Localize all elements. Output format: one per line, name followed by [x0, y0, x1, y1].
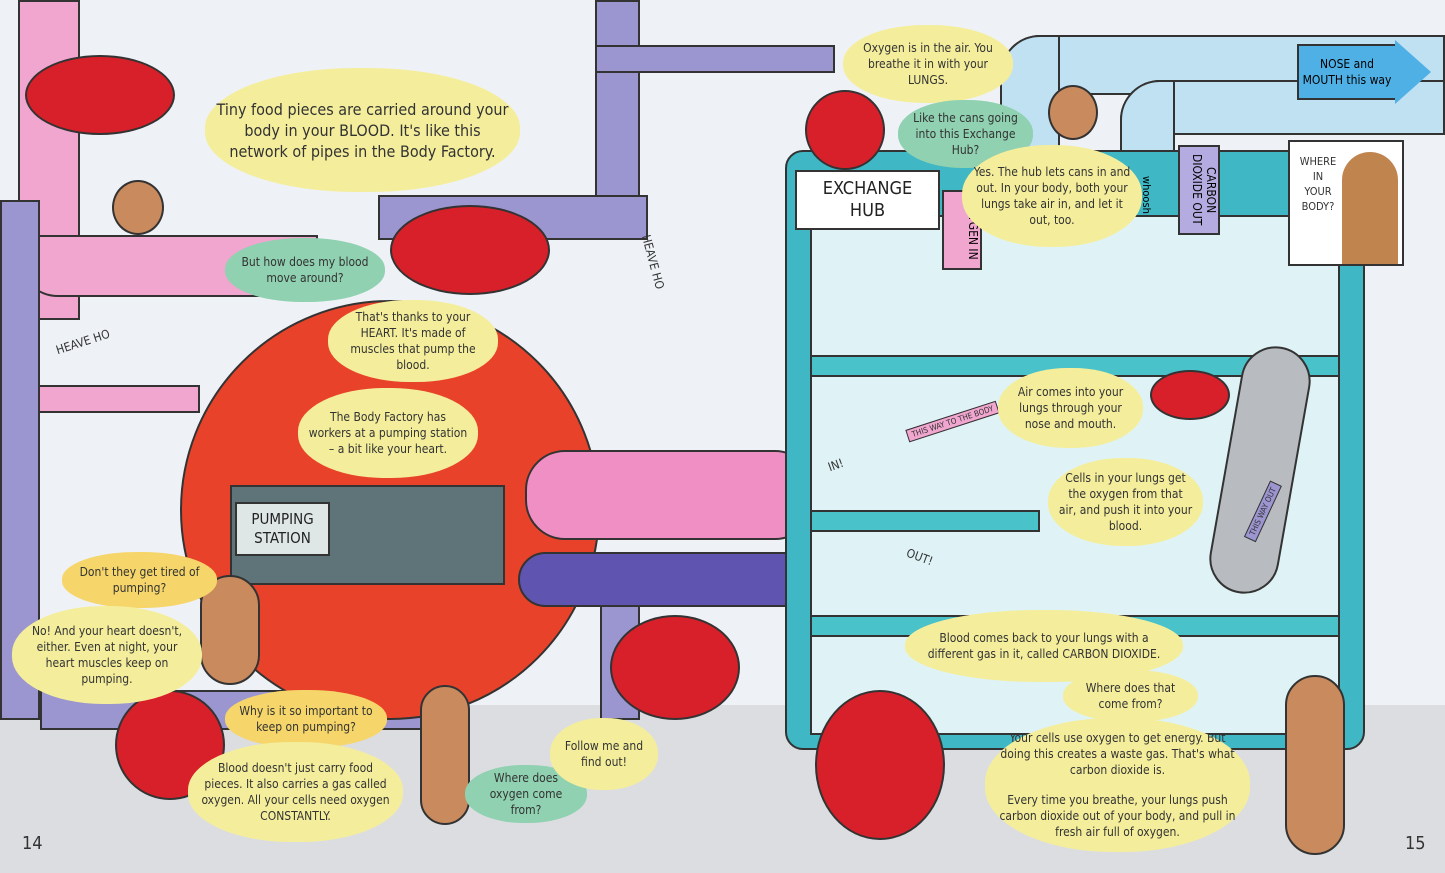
whoosh-label: whoosh	[1140, 176, 1153, 214]
carbon-dioxide-out-sign: CARBON DIOXIDE OUT	[1178, 145, 1220, 235]
girl-character	[1285, 675, 1345, 855]
girl-character	[200, 575, 260, 685]
owl-character	[815, 690, 945, 840]
speech-bubble: The Body Factory has workers at a pumpin…	[298, 388, 478, 478]
pink-outflow-tube	[525, 450, 815, 540]
speech-text: Your cells use oxygen to get energy. But…	[1000, 731, 1235, 777]
speech-bubble: Oxygen is in the air. You breathe it in …	[843, 25, 1013, 103]
owl-character	[610, 615, 740, 720]
speech-bubble: Cells in your lungs get the oxygen from …	[1048, 458, 1203, 546]
speech-bubble: Air comes into your lungs through your n…	[998, 368, 1143, 448]
owl-character	[1150, 370, 1230, 420]
speech-bubble: But how does my blood move around?	[225, 238, 385, 302]
heave-ho-label: HEAVE HO	[54, 326, 112, 358]
owl-character	[805, 90, 885, 170]
nose-mouth-arrow-sign: NOSE and MOUTH this way	[1297, 44, 1397, 100]
speech-bubble: Follow me and find out!	[550, 718, 658, 790]
owl-character	[25, 55, 175, 135]
exchange-hub-sign: EXCHANGE HUB	[795, 170, 940, 230]
speech-bubble: Tiny food pieces are carried around your…	[205, 68, 520, 192]
boy-character	[420, 685, 470, 825]
boy-character	[112, 180, 164, 235]
speech-bubble: Where does that come from?	[1063, 670, 1198, 722]
speech-text: Every time you breathe, your lungs push …	[999, 793, 1236, 839]
where-body-label: WHERE IN YOUR BODY?	[1299, 155, 1337, 213]
page-number-left: 14	[22, 833, 43, 854]
speech-bubble: Yes. The hub lets cans in and out. In yo…	[962, 145, 1142, 247]
owl-character	[390, 205, 550, 295]
speech-bubble: No! And your heart doesn't, either. Even…	[12, 606, 202, 704]
speech-bubble: That's thanks to your HEART. It's made o…	[328, 300, 498, 382]
purple-pipe	[595, 0, 640, 210]
speech-bubble: Don't they get tired of pumping?	[62, 552, 217, 608]
speech-bubble: Why is it so important to keep on pumpin…	[225, 690, 387, 748]
arrow-icon	[1395, 40, 1431, 104]
where-body-sign: WHERE IN YOUR BODY?	[1288, 140, 1404, 266]
heave-ho-label: HEAVE HO	[638, 233, 667, 291]
hub-shelf	[810, 510, 1040, 532]
speech-bubble-group: Your cells use oxygen to get energy. But…	[985, 718, 1250, 852]
page-number-right: 15	[1405, 833, 1426, 854]
speech-bubble: Blood doesn't just carry food pieces. It…	[188, 742, 403, 842]
pumping-station-sign: PUMPING STATION	[235, 502, 330, 556]
purple-pipe	[595, 45, 835, 73]
body-diagram-icon	[1342, 152, 1398, 264]
boy-character	[1048, 85, 1098, 140]
